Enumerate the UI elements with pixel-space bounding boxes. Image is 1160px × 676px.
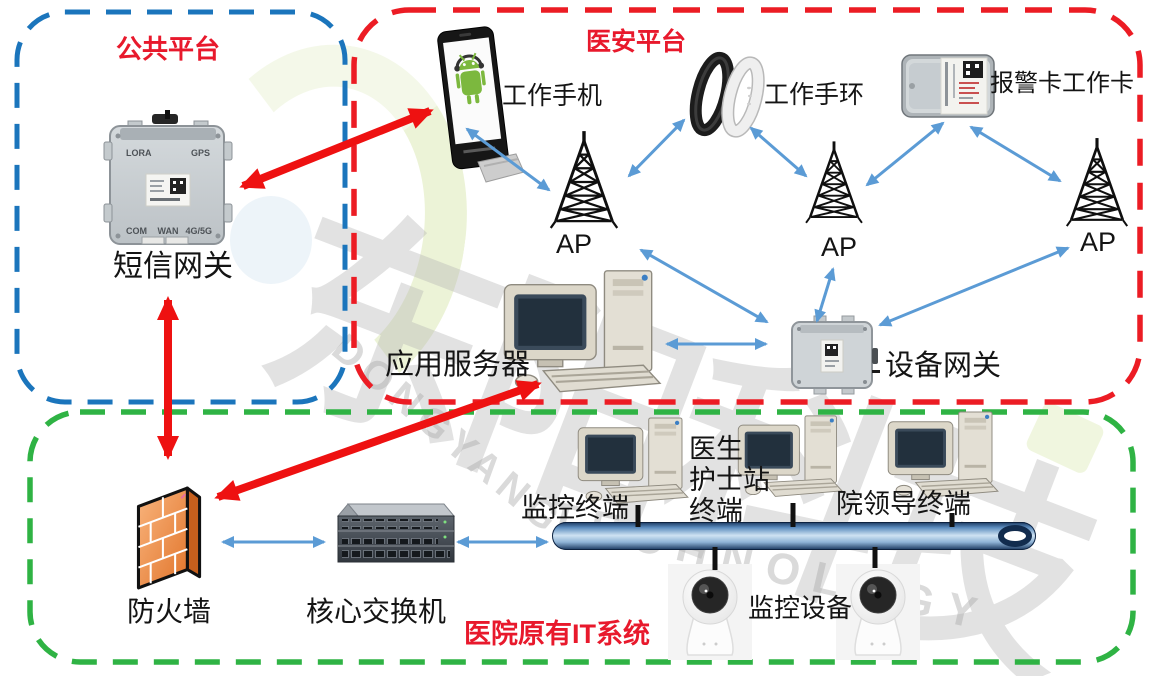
port-label-com: COM: [126, 226, 147, 236]
connection-sms_gateway-work_phone: [239, 107, 434, 190]
connection-firewall-app_server: [214, 380, 542, 501]
work-band-icon: [689, 51, 765, 138]
label-leader-terminal: 院领导终端: [836, 489, 971, 519]
port-label-wan: WAN: [158, 226, 179, 236]
network-bus-pipe: [552, 522, 1036, 550]
sms-gateway-icon: LORA GPS COM WAN 4G/5G: [103, 110, 233, 245]
label-ap3: AP: [1080, 227, 1117, 257]
label-ap2: AP: [821, 232, 858, 262]
label-doctor-terminal: 医生 护士站 终端: [689, 434, 770, 527]
connection-work_band-ap1: [627, 118, 686, 178]
connection-alarm_card-ap3: [969, 125, 1062, 183]
label-core-switch: 核心交换机: [306, 596, 447, 627]
label-alarm-card: 报警卡工作卡: [990, 70, 1134, 97]
ap2-tower-icon: [804, 139, 864, 225]
connection-alarm_card-ap2: [865, 121, 945, 187]
label-monitor-terminal: 监控终端: [521, 493, 629, 523]
label-sms-gateway: 短信网关: [113, 250, 233, 283]
label-work-phone: 工作手机: [502, 82, 603, 110]
connection-ap3-device_gateway: [878, 246, 1070, 327]
device-gateway-icon: [791, 315, 880, 395]
label-firewall: 防火墙: [127, 596, 212, 627]
ap1-tower-icon: [549, 129, 619, 230]
port-label-gps: GPS: [191, 148, 210, 158]
label-work-band: 工作手环: [764, 81, 865, 109]
brand-wedge-decoration: [1024, 400, 1106, 476]
label-doctor-line2: 护士站: [689, 465, 770, 495]
zone-label-medical-platform: 医安平台: [586, 28, 687, 56]
port-label-4g5g: 4G/5G: [185, 226, 212, 236]
ap3-tower-icon: [1065, 136, 1129, 228]
firewall-icon: [136, 486, 202, 590]
brand-circle-decoration: [230, 196, 312, 284]
label-app-server: 应用服务器: [385, 349, 531, 381]
zone-label-public-platform: 公共平台: [116, 34, 221, 64]
label-device-gateway: 设备网关: [885, 350, 1002, 382]
zone-label-hospital-it: 医院原有IT系统: [464, 619, 650, 649]
core-switch-icon: [336, 503, 456, 563]
camera1-icon: [668, 564, 752, 660]
bus-end-cap: [998, 525, 1032, 547]
port-label-lora: LORA: [126, 148, 152, 158]
label-doctor-line3: 终端: [689, 496, 743, 526]
label-cameras: 监控设备: [748, 593, 853, 623]
label-ap1: AP: [556, 229, 593, 259]
label-doctor-line1: 医生: [689, 434, 743, 464]
alarm-card-icon: [901, 54, 995, 118]
